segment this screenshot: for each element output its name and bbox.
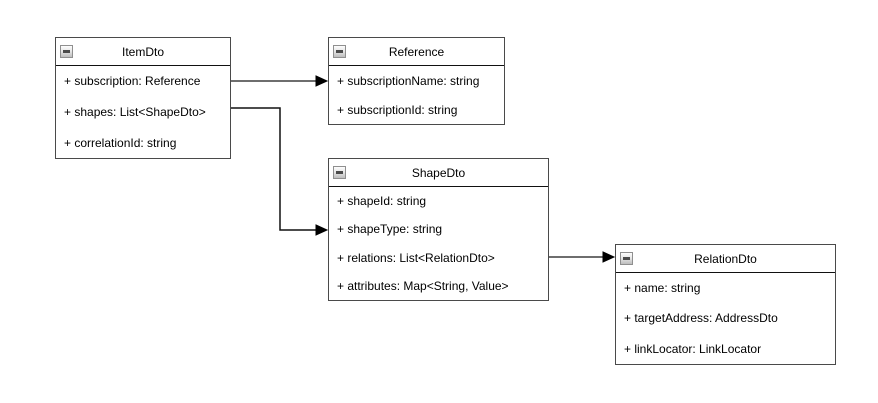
attribute-row[interactable]: + attributes: Map<String, Value> xyxy=(337,278,509,293)
attribute-row[interactable]: + subscription: Reference xyxy=(64,74,201,89)
attribute-list: + subscription: Reference + shapes: List… xyxy=(56,66,230,158)
minus-glyph xyxy=(336,49,343,53)
class-header: RelationDto xyxy=(616,245,835,273)
attribute-row[interactable]: + shapes: List<ShapeDto> xyxy=(64,105,206,119)
connector-line xyxy=(231,107,316,231)
class-title: RelationDto xyxy=(694,251,757,266)
class-header: ShapeDto xyxy=(329,159,548,187)
connector-itemdto-to-reference[interactable] xyxy=(231,75,329,87)
attribute-row[interactable]: + name: string xyxy=(624,281,701,296)
collapse-icon[interactable] xyxy=(333,165,346,179)
collapse-icon[interactable] xyxy=(620,251,633,265)
class-title: Reference xyxy=(388,44,445,59)
connector-shapedto-to-relationdto[interactable] xyxy=(549,251,616,263)
class-box-itemdto[interactable]: ItemDto + subscription: Reference + shap… xyxy=(55,37,231,159)
class-header: Reference xyxy=(329,38,504,66)
connector-itemdto-to-shapedto[interactable] xyxy=(231,107,329,236)
attribute-list: + subscriptionName: string + subscriptio… xyxy=(329,66,504,124)
attribute-list: + shapeId: string + shapeType: string + … xyxy=(329,187,548,300)
minus-glyph xyxy=(623,256,630,260)
attribute-row[interactable]: + shapeType: string xyxy=(337,222,443,237)
arrowhead-icon xyxy=(602,251,616,263)
arrowhead-icon xyxy=(315,224,329,236)
class-header: ItemDto xyxy=(56,38,230,66)
attribute-row[interactable]: + relations: List<RelationDto> xyxy=(337,250,495,265)
collapse-icon[interactable] xyxy=(60,44,73,58)
class-title: ShapeDto xyxy=(411,165,466,180)
class-title: ItemDto xyxy=(121,44,164,59)
class-box-shapedto[interactable]: ShapeDto + shapeId: string + shapeType: … xyxy=(328,158,549,301)
attribute-row[interactable]: + targetAddress: AddressDto xyxy=(624,311,778,326)
arrowhead-icon xyxy=(315,75,329,87)
attribute-row[interactable]: + linkLocator: LinkLocator xyxy=(624,341,762,356)
minus-glyph xyxy=(336,170,343,174)
attribute-row[interactable]: + shapeId: string xyxy=(337,194,427,209)
attribute-row[interactable]: + subscriptionName: string xyxy=(337,73,480,88)
collapse-icon[interactable] xyxy=(333,44,346,58)
attribute-row[interactable]: + subscriptionId: string xyxy=(337,102,458,117)
attribute-list: + name: string + targetAddress: AddressD… xyxy=(616,273,835,364)
attribute-row[interactable]: + correlationId: string xyxy=(64,135,177,150)
class-box-relationdto[interactable]: RelationDto + name: string + targetAddre… xyxy=(615,244,836,365)
minus-glyph xyxy=(63,49,70,53)
class-box-reference[interactable]: Reference + subscriptionName: string + s… xyxy=(328,37,505,125)
